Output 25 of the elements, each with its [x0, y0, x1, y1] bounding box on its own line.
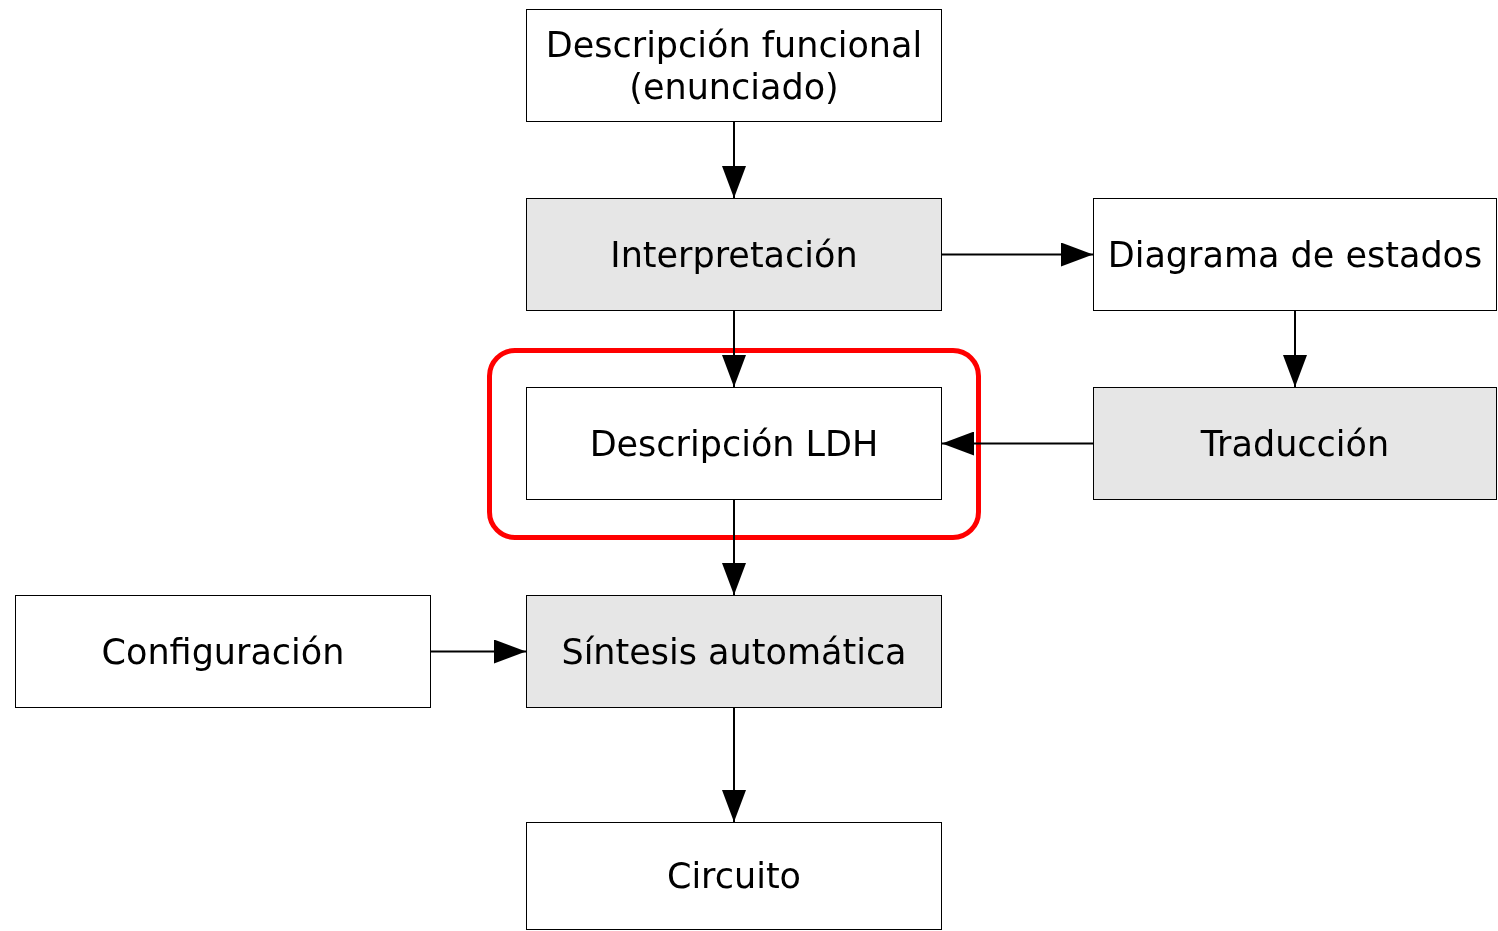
arrow [722, 499, 746, 596]
arrow [722, 707, 746, 823]
process-box [526, 822, 942, 930]
process-box [526, 9, 942, 122]
process-box [1093, 387, 1497, 500]
box-label: Configuración [101, 630, 345, 673]
box-label: Descripción LDH [589, 422, 879, 465]
box-label: Traducción [1200, 422, 1390, 465]
box-label: Circuito [666, 855, 802, 897]
arrow [941, 242, 1094, 267]
box-label: Síntesis automática [561, 630, 907, 673]
arrow [430, 639, 527, 664]
process-box [15, 595, 431, 708]
process-box [1093, 198, 1497, 311]
process-box [526, 387, 942, 500]
arrow [722, 121, 746, 199]
process-box [526, 595, 942, 708]
highlight-frame [487, 348, 981, 540]
arrow [941, 431, 1094, 456]
arrow [722, 310, 746, 388]
box-label: Diagrama de estados [1107, 233, 1483, 276]
process-box [526, 198, 942, 311]
arrow [1283, 310, 1307, 388]
box-label: Interpretación [610, 233, 858, 276]
box-label: Descripción funcional (enunciado) [544, 23, 924, 108]
